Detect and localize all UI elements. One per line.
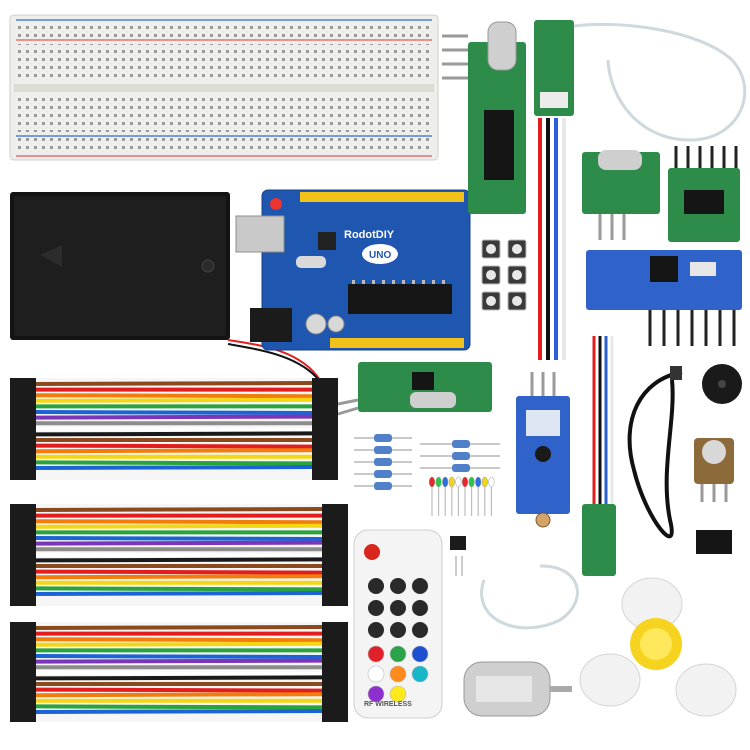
photoresistor-module (516, 372, 570, 528)
remote-dark-button (368, 578, 384, 594)
remote-dark-button (412, 578, 428, 594)
jumper-wire (35, 658, 323, 664)
remote-color-button (389, 665, 407, 683)
jumper-wire-strands (35, 381, 313, 470)
jumper-wire (35, 687, 323, 693)
jumper-wire (35, 574, 323, 580)
jumper-wire (35, 431, 313, 437)
jumper-wire (35, 569, 323, 575)
led (461, 476, 469, 488)
potentiometer (694, 438, 734, 502)
remote-color-button (367, 685, 385, 703)
jumper-wire (35, 709, 323, 714)
remote-brand-label: RF WIRELESS (364, 701, 412, 708)
rf-remote-control: RF WIRELESS (353, 529, 443, 719)
breadboard (9, 14, 439, 161)
relay-module (582, 146, 740, 242)
jumper-wire (35, 536, 323, 541)
jumper-wire (35, 670, 323, 676)
remote-dark-button (368, 622, 384, 638)
wireless-receiver-board (586, 250, 742, 346)
led (488, 476, 495, 488)
remote-dark-button (390, 600, 406, 616)
jumper-wire (35, 426, 313, 432)
led (481, 476, 488, 488)
jumper-wire (35, 675, 323, 681)
led (428, 476, 436, 488)
jumper-wire (35, 410, 313, 415)
jumper-wires-bundle-2 (10, 504, 348, 606)
jumper-wires-bundle-3 (10, 622, 348, 722)
rf-receiver-module (442, 21, 526, 214)
remote-dark-button (390, 578, 406, 594)
remote-color-button (367, 665, 385, 683)
jumper-wire (35, 465, 313, 470)
wired-transmitter (582, 336, 616, 576)
buzzer (702, 364, 742, 404)
ic-chip (696, 530, 732, 554)
jumper-wire (35, 591, 323, 596)
rf-transmitter-module (534, 20, 574, 360)
jumper-wire (35, 414, 313, 420)
rf-small-receiver (337, 362, 492, 416)
jumper-wire (35, 637, 323, 643)
jumper-wire (35, 552, 323, 558)
remote-color-button (367, 645, 385, 663)
remote-dark-button (412, 622, 428, 638)
remote-dark-button (368, 600, 384, 616)
jumper-wire (35, 641, 323, 647)
jumper-wire (35, 704, 323, 710)
remote-color-button (389, 685, 407, 703)
led (455, 476, 462, 488)
remote-color-button (411, 645, 429, 663)
jumper-wire (35, 654, 323, 659)
jumper-wire (35, 443, 313, 449)
resistors (354, 434, 500, 490)
fan-propeller (579, 577, 737, 717)
jumper-wires-bundle-1 (10, 378, 338, 480)
board-model-label: UNO (369, 250, 391, 261)
remote-buttons (367, 578, 429, 703)
led (468, 476, 475, 488)
jumper-wire (35, 507, 323, 512)
leds (428, 476, 495, 516)
jumper-wire (35, 586, 323, 592)
remote-color-button (411, 665, 429, 683)
antenna-wire (480, 22, 747, 630)
remote-color-button (389, 645, 407, 663)
jumper-wire (35, 625, 323, 630)
board-brand-label: RodotDIY (344, 229, 395, 241)
jumper-wire (35, 540, 323, 546)
led (475, 476, 482, 488)
battery-box (10, 192, 323, 385)
remote-dark-button (390, 622, 406, 638)
jumper-wire (35, 519, 323, 525)
jumper-wire (35, 397, 313, 403)
led (448, 476, 455, 488)
small-components (450, 536, 466, 576)
led (442, 476, 449, 488)
led (435, 476, 442, 488)
remote-dark-button (412, 600, 428, 616)
jumper-wire (35, 460, 313, 466)
uno-board: RodotDIY UNO (235, 189, 471, 351)
jumper-wire (35, 393, 313, 399)
usb-cable (627, 366, 683, 539)
jumper-wire (35, 448, 313, 454)
power-button-icon (364, 544, 380, 560)
jumper-wire (35, 692, 323, 698)
dc-motor (463, 661, 572, 717)
jumper-wire (35, 557, 323, 563)
jumper-wire (35, 523, 323, 529)
jumper-wire (35, 381, 313, 386)
tactile-buttons (481, 239, 527, 311)
